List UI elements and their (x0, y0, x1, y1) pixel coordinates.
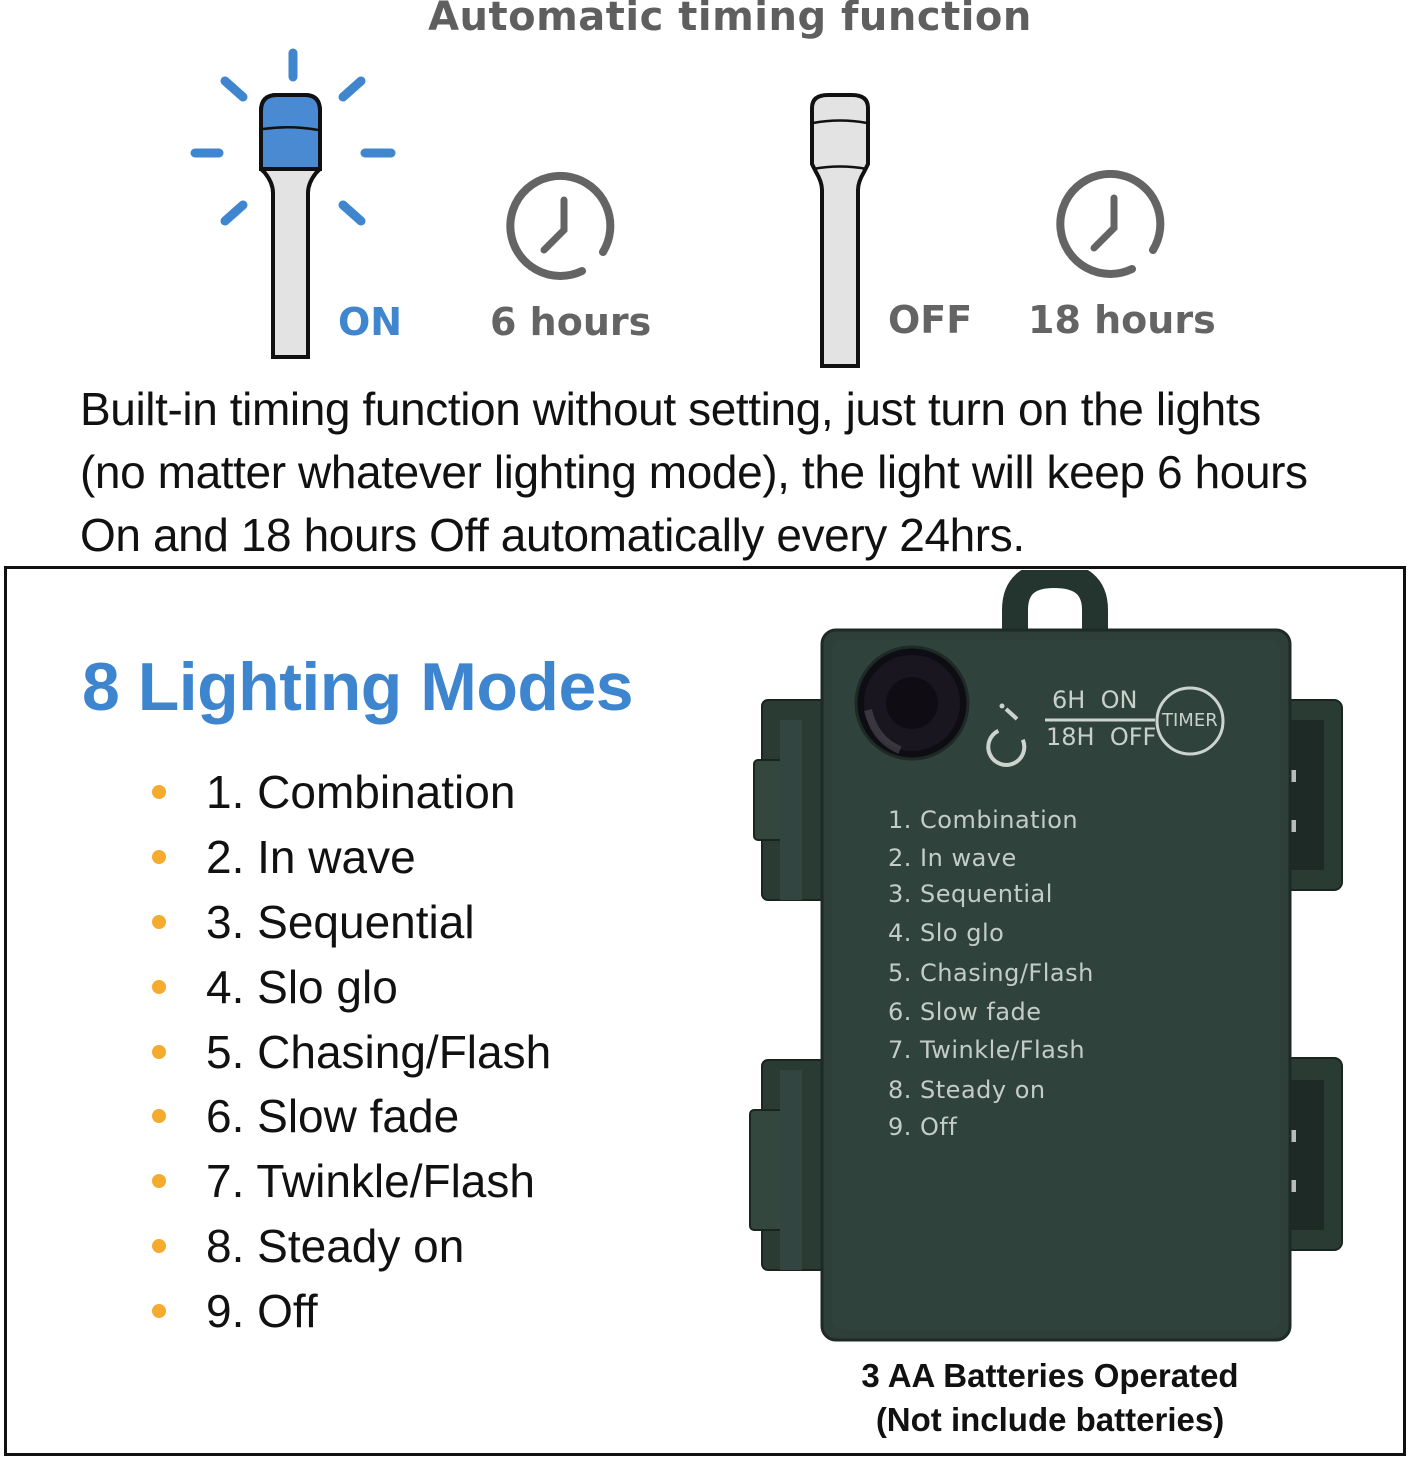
printed-mode: 5. Chasing/Flash (888, 959, 1094, 987)
modes-list: 1. Combination 2. In wave 3. Sequential … (146, 760, 551, 1343)
printed-mode: 3. Sequential (888, 880, 1053, 908)
lighting-modes-panel (4, 566, 1406, 1456)
on-duration-label: 6 hours (490, 300, 652, 344)
list-item: 6. Slow fade (146, 1084, 551, 1149)
list-item: 7. Twinkle/Flash (146, 1149, 551, 1214)
printed-mode: 2. In wave (888, 844, 1017, 872)
off-duration-label: 18 hours (1028, 298, 1216, 342)
list-item: 4. Slo glo (146, 954, 551, 1019)
timer-badge: TIMER (1162, 710, 1218, 731)
page-title: Automatic timing function (428, 0, 1032, 40)
caption-line: 3 AA Batteries Operated (861, 1357, 1239, 1394)
on-label: ON (338, 300, 403, 344)
switch-on-icon (190, 48, 396, 359)
description-line: Built-in timing function without setting… (80, 383, 1261, 435)
timer-on-text: 6H ON (1052, 686, 1138, 714)
printed-mode: 4. Slo glo (888, 919, 1005, 947)
list-item: 2. In wave (146, 825, 551, 890)
bullet-icon (152, 1238, 166, 1253)
off-label: OFF (888, 298, 973, 342)
bullet-icon (152, 1303, 166, 1318)
bullet-icon (152, 850, 166, 865)
printed-mode: 9. Off (888, 1113, 958, 1141)
battery-caption: 3 AA Batteries Operated (Not include bat… (800, 1354, 1300, 1442)
bullet-icon (152, 1109, 166, 1124)
bullet-icon (152, 1044, 166, 1059)
switch-off-icon (810, 93, 870, 368)
printed-mode: 1. Combination (888, 806, 1079, 834)
bullet-icon (152, 914, 166, 929)
description-line: On and 18 hours Off automatically every … (80, 509, 1025, 561)
bullet-icon (152, 979, 166, 994)
list-item: 5. Chasing/Flash (146, 1019, 551, 1084)
clock-icon (506, 172, 615, 280)
printed-mode: 7. Twinkle/Flash (888, 1036, 1086, 1064)
printed-mode: 6. Slow fade (888, 998, 1042, 1026)
timing-description: Built-in timing function without setting… (80, 378, 1400, 567)
description-line: (no matter whatever lighting mode), the … (80, 446, 1308, 498)
battery-box-image (749, 570, 1343, 1342)
bullet-icon (152, 785, 166, 800)
clock-icon (1056, 170, 1165, 278)
list-item: 1. Combination (146, 760, 551, 825)
modes-title: 8 Lighting Modes (82, 649, 634, 725)
bullet-icon (152, 1174, 166, 1189)
list-item: 3. Sequential (146, 890, 551, 955)
timer-off-text: 18H OFF (1046, 723, 1157, 751)
list-item: 9. Off (146, 1278, 551, 1343)
list-item: 8. Steady on (146, 1214, 551, 1279)
printed-mode: 8. Steady on (888, 1076, 1046, 1104)
caption-line: (Not include batteries) (875, 1401, 1225, 1438)
